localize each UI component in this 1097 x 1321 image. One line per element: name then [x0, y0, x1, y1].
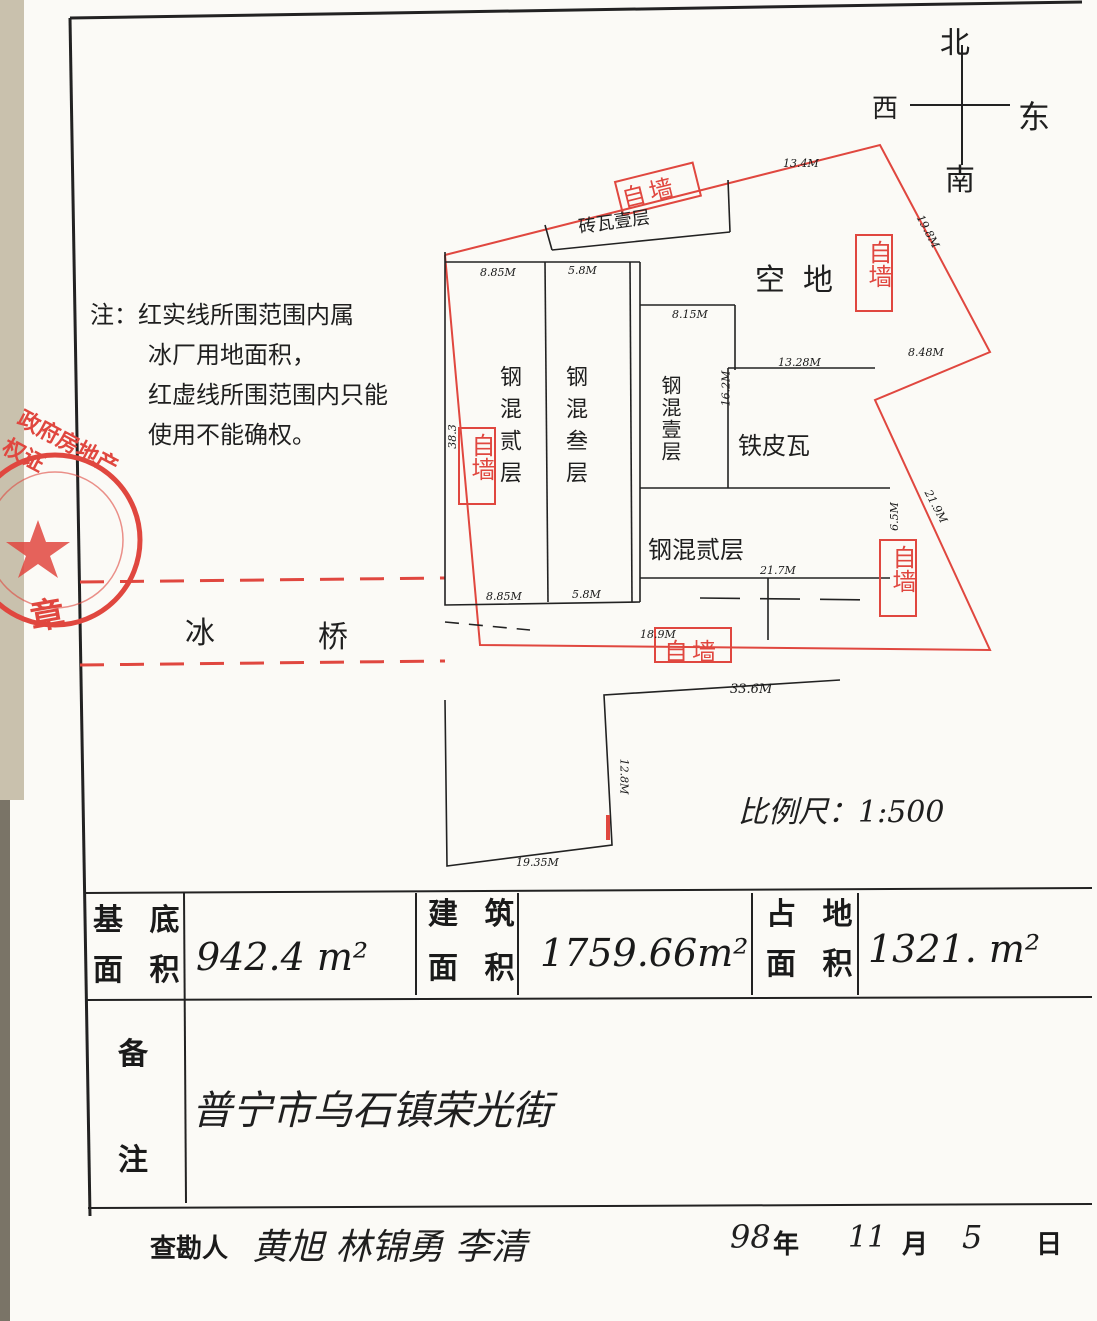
date-day-suffix: 日: [1036, 1230, 1063, 1260]
wall-label-right-lower: 自墙: [888, 545, 916, 593]
surveyor-label: 查勘人: [150, 1234, 229, 1264]
dim-5-8-bottom: 5.8M: [572, 588, 601, 601]
dim-8-85-top: 8.85M: [480, 266, 516, 279]
table-col-1: [183, 892, 187, 1204]
table-top-line: [84, 887, 1093, 894]
binding-shadow: [0, 0, 24, 800]
red-dashed-top: [79, 576, 446, 584]
room-rc-one: 钢混壹层: [658, 375, 682, 463]
date-month-suffix: 月: [902, 1230, 929, 1260]
table-mid-line: [85, 996, 1093, 1001]
wall-stamps: [458, 161, 917, 663]
compass-west: 西: [872, 94, 899, 124]
compass-north: 北: [940, 26, 970, 61]
dim-8-85-bottom: 8.85M: [486, 590, 522, 603]
wall-label-bottom: 自墙: [664, 638, 720, 666]
surveyor-signatures: 黄旭 林锦勇 李清: [252, 1227, 527, 1268]
compass-south: 南: [945, 163, 975, 198]
bridge-label-ice: 冰: [185, 616, 215, 651]
land-area-label-2: 面 积: [766, 947, 861, 982]
dim-18-9: 18.9M: [640, 628, 676, 641]
dim-top-edge: 13.4M: [783, 157, 819, 170]
dim-12-8: 12.8M: [617, 758, 631, 795]
wall-label-left: 自墙: [467, 433, 495, 481]
binding-edge: [0, 800, 10, 1321]
note-block: 注：红实线所围范围内属 冰厂用地面积， 红虚线所围范围内只能 使用不能确权。: [90, 295, 388, 455]
dim-16-2: 16.2M: [719, 370, 733, 407]
dim-13-28: 13.28M: [778, 356, 821, 369]
building-area-value: 1759.66m²: [540, 931, 749, 975]
room-rc-three: 钢混叁层: [562, 365, 587, 493]
remarks-label-1: 备: [118, 1037, 156, 1072]
base-area-label-1: 基 底: [93, 903, 188, 938]
dim-33-6: 33.6M: [730, 682, 773, 697]
room-empty-land: 空地: [755, 263, 851, 298]
room-rc-two-b: 钢混贰层: [648, 536, 744, 564]
dim-8-15: 8.15M: [672, 308, 708, 321]
room-rc-two-a: 钢混贰层: [496, 365, 521, 493]
official-seal: [0, 452, 143, 628]
bridge-label-bridge: 桥: [318, 620, 348, 655]
wall-label-right-upper: 自墙: [864, 240, 892, 288]
base-area-value: 942.4 m²: [196, 935, 369, 979]
land-area-label-1: 占 地: [766, 897, 861, 932]
table-bottom-line: [87, 1203, 1093, 1209]
scale-label: 比例尺：1:500: [738, 795, 945, 830]
dim-8-48: 8.48M: [908, 346, 944, 359]
dim-6-5: 6.5M: [887, 502, 901, 531]
date-day: 5: [962, 1218, 983, 1256]
dim-5-8-top: 5.8M: [568, 264, 597, 277]
note-prefix: 注：: [90, 301, 138, 329]
room-tin-tile: 铁皮瓦: [738, 432, 810, 460]
frame-left: [68, 17, 92, 1217]
dim-21-7: 21.7M: [760, 564, 796, 577]
frame-top: [69, 0, 1083, 20]
building-area-label-1: 建 筑: [428, 897, 523, 932]
compass-east: 东: [1018, 98, 1051, 136]
dim-38-3: 38.3: [445, 424, 459, 449]
date-month: 11: [848, 1220, 887, 1255]
land-area-value: 1321. m²: [868, 927, 1041, 971]
note-line-4: 使用不能确权。: [148, 421, 316, 449]
note-line-3: 红虚线所围范围内只能: [148, 381, 388, 409]
date-year-suffix: 年: [773, 1230, 800, 1260]
dim-19-35: 19.35M: [516, 856, 559, 869]
note-line-2: 冰厂用地面积，: [148, 341, 316, 369]
building-area-label-2: 面 积: [428, 951, 523, 986]
remarks-value: 普宁市乌石镇荣光街: [192, 1088, 552, 1134]
red-solid-boundary: [444, 143, 992, 652]
base-area-label-2: 面 积: [93, 953, 188, 988]
red-dashed-bottom: [79, 659, 446, 667]
date-year: 98: [730, 1218, 771, 1256]
remarks-label-2: 注: [118, 1143, 156, 1178]
note-line-1: 红实线所围范围内属: [138, 301, 354, 329]
building-outlines: [444, 179, 890, 867]
